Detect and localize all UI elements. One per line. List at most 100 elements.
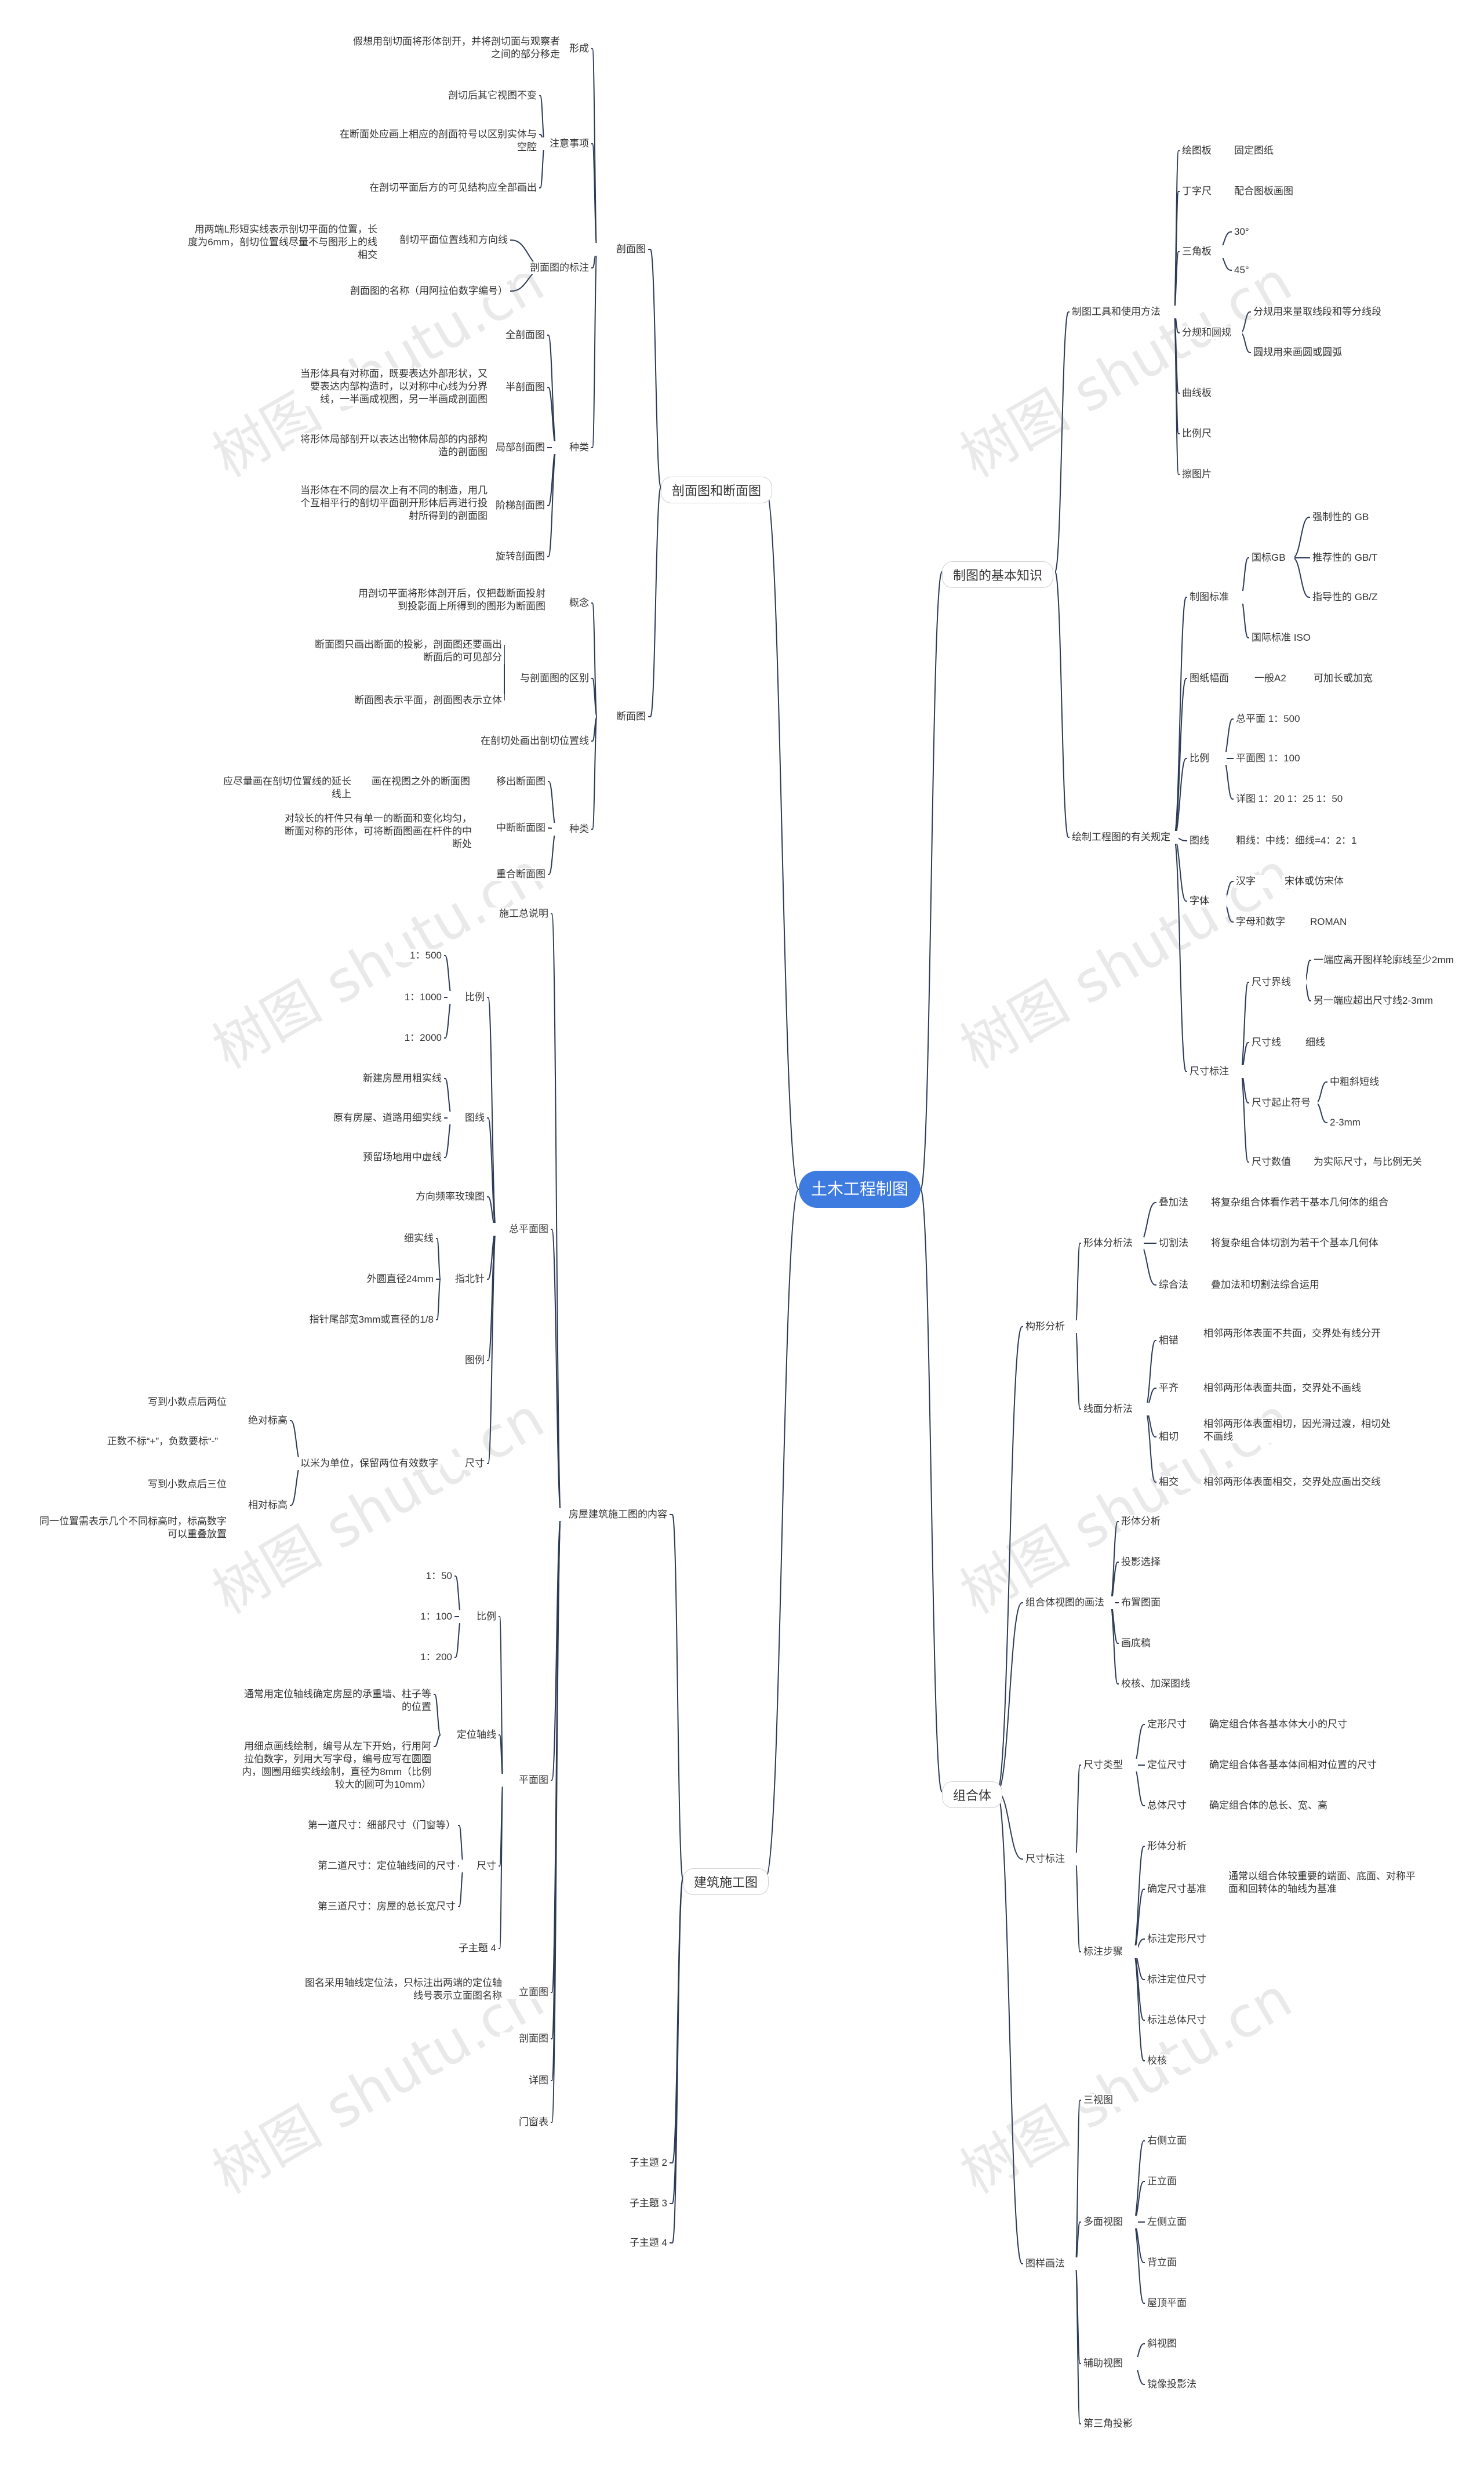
node[interactable]: 尺寸界线 [1249, 976, 1306, 989]
node[interactable]: 子主题 2 [613, 2157, 670, 2169]
center-topic[interactable]: 土木工程制图 [799, 1171, 921, 1208]
node[interactable]: 平面图 [500, 1774, 551, 1787]
node[interactable]: 半剖面图 [485, 381, 547, 394]
node-desc[interactable]: 新建房屋用粗实线 [323, 1072, 444, 1085]
node[interactable]: 旋转剖面图 [479, 550, 547, 563]
node[interactable]: 阶梯剖面图 [479, 499, 547, 512]
node-desc[interactable]: 将复杂组合体切割为若干个基本几何体 [1209, 1237, 1405, 1250]
node[interactable]: 方向频率玫瑰图 [390, 1190, 487, 1203]
node[interactable]: 叠加法 [1156, 1196, 1202, 1209]
topic-basic-knowledge[interactable]: 制图的基本知识 [942, 561, 1054, 588]
node[interactable]: 尺寸起止符号 [1249, 1097, 1318, 1109]
node[interactable]: 形体分析 [1145, 1840, 1196, 1853]
node[interactable]: 背立面 [1145, 2256, 1190, 2269]
node[interactable]: 1：100 [403, 1610, 454, 1623]
node-desc[interactable]: 预留场地用中虚线 [323, 1151, 444, 1164]
node[interactable]: 相对标高 [239, 1499, 290, 1512]
node[interactable]: 字母和数字 [1234, 916, 1302, 928]
node[interactable]: 剖切平面位置线和方向线 [378, 234, 510, 246]
node[interactable]: 标注定位尺寸 [1145, 1973, 1213, 1986]
node-desc[interactable]: 可加长或加宽 [1311, 672, 1391, 685]
node[interactable]: 图线 [448, 1112, 487, 1124]
node-desc[interactable]: 第二道尺寸：定位轴线间的尺寸 [279, 1860, 458, 1872]
node-desc[interactable]: 确定组合体各基本体大小的尺寸 [1207, 1718, 1356, 1731]
node[interactable]: 形体分析法 [1081, 1237, 1144, 1250]
node[interactable]: 相交 [1156, 1476, 1190, 1489]
node[interactable]: 斜视图 [1145, 2337, 1190, 2350]
node-desc[interactable]: 将复杂组合体看作若干基本几何体的组合 [1209, 1196, 1405, 1209]
node[interactable]: 1：50 [409, 1570, 454, 1582]
node[interactable]: 比例 [459, 1610, 499, 1623]
node-desc[interactable]: 通常以组合体较重要的端面、底面、对称平面和回转体的轴线为基准 [1226, 1870, 1422, 1896]
node[interactable]: 线面分析法 [1081, 1403, 1150, 1415]
node[interactable]: 指导性的 GB/Z [1310, 591, 1396, 604]
node[interactable]: 镜像投影法 [1145, 2378, 1213, 2391]
node-desc[interactable]: 画在视图之外的断面图 [352, 775, 472, 788]
node[interactable]: 标注步骤 [1081, 1945, 1138, 1958]
node[interactable]: 中断断面图 [479, 822, 548, 834]
node[interactable]: 字体 [1187, 895, 1227, 907]
node[interactable]: 子主题 4 [442, 1942, 499, 1955]
node[interactable]: 定形尺寸 [1145, 1718, 1202, 1731]
node[interactable]: 种类 [552, 823, 591, 836]
node[interactable]: 汉字 [1234, 875, 1273, 888]
node-desc[interactable]: 通常用定位轴线确定房屋的承重墙、柱子等的位置 [238, 1688, 434, 1713]
node-desc[interactable]: 2-3mm [1327, 1116, 1378, 1129]
node-desc[interactable]: 用剖切平面将形体剖开后，仅把截断面投射到投影面上所得到的图形为断面图 [352, 587, 548, 613]
node-desc[interactable]: 以米为单位，保留两位有效数字 [291, 1457, 441, 1470]
node[interactable]: 布置图面 [1119, 1596, 1176, 1609]
node-desc[interactable]: 假想用剖切面将形体剖开，并将剖切面与观察者之间的部分移走 [349, 35, 562, 61]
node-desc[interactable]: 指针尾部宽3mm或直径的1/8 [281, 1313, 436, 1326]
node-desc[interactable]: 相邻两形体表面相交，交界处应画出交线 [1201, 1476, 1397, 1489]
node[interactable]: 推荐性的 GB/T [1310, 551, 1396, 564]
node[interactable]: 画底稿 [1119, 1637, 1176, 1650]
node-desc[interactable]: 断面图只画出断面的投影，剖面图还要画出断面后的可见部分 [308, 638, 504, 664]
node-desc[interactable]: 细实线 [385, 1232, 436, 1245]
node[interactable]: 分规和圆规 [1180, 326, 1242, 339]
node[interactable]: 1：2000 [393, 1032, 444, 1044]
node-desc[interactable]: 外圆直径24mm [350, 1273, 436, 1286]
node-desc[interactable]: 确定组合体的总长、宽、高 [1207, 1799, 1356, 1812]
node[interactable]: 定位轴线 [442, 1729, 499, 1741]
node-desc[interactable]: 粗线：中线：细线=4：2：1 [1234, 834, 1389, 847]
node-desc[interactable]: 固定图纸 [1232, 144, 1294, 157]
node[interactable]: 左侧立面 [1145, 2216, 1202, 2228]
node[interactable]: 丁字尺 [1180, 185, 1225, 198]
node[interactable]: 构形分析 [1023, 1320, 1080, 1333]
node[interactable]: 重合断面图 [479, 868, 548, 881]
node-desc[interactable]: 第三道尺寸：房屋的总长宽尺寸 [279, 1900, 458, 1913]
node[interactable]: 房屋建筑施工图的内容 [549, 1508, 670, 1521]
node-desc[interactable]: 另一端应超出尺寸线2-3mm [1311, 994, 1455, 1007]
node-desc[interactable]: 将形体局部剖开以表达出物体局部的内部构造的剖面图 [294, 433, 490, 459]
node[interactable]: 尺寸标注 [1023, 1853, 1080, 1865]
node[interactable]: 右侧立面 [1145, 2134, 1202, 2147]
node[interactable]: 1：200 [409, 1651, 454, 1664]
node-desc[interactable]: 圆规用来画圆或圆弧 [1251, 346, 1372, 359]
node-desc[interactable]: 相邻两形体表面相切，因光滑过渡，相切处不画线 [1201, 1418, 1397, 1443]
node[interactable]: 切割法 [1156, 1237, 1202, 1250]
node[interactable]: 尺寸标注 [1187, 1065, 1244, 1078]
node-desc[interactable]: 宋体或仿宋体 [1282, 875, 1362, 888]
node-desc[interactable]: 在断面处应画上相应的剖面符号以区别实体与空腔 [337, 128, 539, 154]
node[interactable]: 定位尺寸 [1145, 1759, 1202, 1771]
node[interactable]: 剖面图 [500, 2032, 551, 2045]
node[interactable]: 尺寸类型 [1081, 1759, 1138, 1771]
node[interactable]: 比例尺 [1180, 427, 1225, 440]
node[interactable]: 剖面图 [591, 243, 648, 256]
node[interactable]: 尺寸 [459, 1860, 499, 1872]
node-desc[interactable]: 正数不标“+”，负数要标“-” [77, 1435, 220, 1448]
node[interactable]: 相错 [1156, 1334, 1190, 1347]
node-desc[interactable]: 图名采用轴线定位法，只标注出两端的定位轴线号表示立面图名称 [303, 1977, 504, 2002]
node[interactable]: 多面视图 [1081, 2216, 1138, 2228]
node[interactable]: 图线 [1187, 834, 1227, 847]
node[interactable]: 曲线板 [1180, 387, 1225, 400]
node[interactable]: 综合法 [1156, 1279, 1202, 1291]
node-desc[interactable]: 中粗斜短线 [1327, 1076, 1402, 1088]
node-desc[interactable]: 确定组合体各基本体间相对位置的尺寸 [1207, 1759, 1385, 1771]
node[interactable]: 指北针 [442, 1273, 487, 1286]
node[interactable]: 子主题 4 [613, 2237, 670, 2249]
node[interactable]: 确定尺寸基准 [1145, 1883, 1219, 1896]
node-desc[interactable]: ROMAN [1308, 916, 1365, 928]
node[interactable]: 标注定形尺寸 [1145, 1933, 1213, 1945]
node[interactable]: 断面图 [597, 710, 648, 723]
